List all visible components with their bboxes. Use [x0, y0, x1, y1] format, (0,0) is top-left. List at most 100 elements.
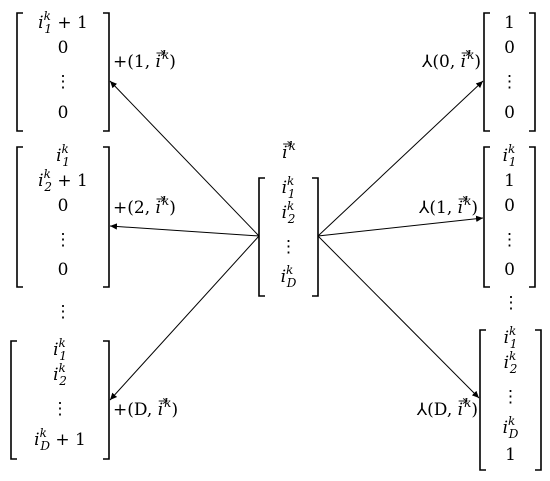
right-vector-0-entry-0-base: 1 [504, 13, 515, 33]
left-vector-0-entry-1-base: 0 [58, 38, 69, 58]
left-vector-0-entry-0-base: i [38, 13, 43, 33]
left-arrow-label-1-base: i [156, 198, 161, 218]
right-vector-1-right-bracket [529, 146, 536, 288]
right-arrow-label-0-base: i [461, 52, 466, 72]
right-vector-1-entry-2: 0 [504, 196, 515, 216]
right-vector-0-entry-0: 1 [504, 13, 515, 33]
right-arrow-label-0-sup: k [467, 48, 474, 62]
left-arrow-label-2-vector-arrowhead [162, 398, 169, 404]
right-vector-2-right-bracket [535, 329, 542, 471]
right-vector-0-entry-3: 0 [504, 103, 515, 123]
left-arrow-label-1: +(2, ik) [113, 194, 176, 218]
left-vector-1-entry-3-base: ⋮ [55, 230, 72, 250]
right-arrow-label-2-sup: k [464, 396, 471, 410]
left-arrow-label-1-sup: k [162, 194, 169, 208]
right-vector-2-entry-3-sup: k [508, 414, 515, 428]
center-vector-entry-0-sub: 1 [288, 187, 296, 201]
left-vector-0-entry-1: 0 [58, 38, 69, 58]
left-vector-1-entry-2: 0 [58, 196, 69, 216]
left-vector-1-entry-4-base: 0 [58, 260, 69, 280]
left-vector-1-entry-4: 0 [58, 260, 69, 280]
right-vector-2-entry-4-base: 1 [505, 445, 516, 465]
left-gap-ellipsis: ⋮ [55, 302, 72, 322]
left-vector-2-entry-0-base: i [53, 340, 58, 360]
right-gap-ellipsis: ⋮ [503, 293, 520, 313]
right-vector-0-entry-1: 0 [504, 38, 515, 58]
left-arrow-label-1-suffix: ) [169, 198, 176, 218]
left-vector-2-entry-0-sup: k [59, 336, 66, 350]
right-arrow-label-1-vector-arrowhead [462, 196, 468, 202]
left-vector-1-right-bracket [103, 146, 110, 288]
right-arrow-label-0-suffix: ) [474, 52, 481, 72]
left-arrow-label-2-sup: k [164, 396, 171, 410]
left-vector-1-entry-1-base: i [38, 171, 43, 191]
center-vector-label-vector-arrowhead [287, 141, 293, 147]
right-vector-0-entry-3-base: 0 [504, 103, 515, 123]
right-vector-0-entry-2: ⋮ [501, 72, 518, 92]
right-arrow-label-1-base: i [458, 198, 463, 218]
left-vector-2-right-bracket [103, 340, 110, 460]
left-vector-2-entry-3-base: i [34, 430, 39, 450]
center-vector-entry-1-sub: 2 [287, 212, 296, 226]
right-vector-1-entry-1-base: 1 [504, 171, 515, 191]
left-vector-0-entry-0-sub: 1 [44, 22, 52, 36]
right-arrow-label-2-base: i [458, 400, 463, 420]
left-vector-1-entry-1-sub: 2 [43, 180, 52, 194]
right-vector-1-entry-2-base: 0 [504, 196, 515, 216]
left-vector-2-entry-3-sub: D [39, 439, 50, 453]
left-vector-1-entry-0-sup: k [62, 142, 69, 156]
left-vector-2-entry-1-sup: k [59, 361, 66, 375]
left-vector-1-entry-3: ⋮ [55, 230, 72, 250]
brackets [10, 12, 542, 471]
right-arrow-label-2-vector-arrowhead [462, 398, 468, 404]
right-vector-0-entry-1-base: 0 [504, 38, 515, 58]
right-vector-0-right-bracket [529, 12, 536, 132]
left-arrow-label-1-prefix: +(2, [113, 198, 156, 218]
center-vector-entry-3-sub: D [286, 276, 297, 290]
center-vector-entry-0-base: i [282, 178, 287, 198]
left-arrow-label-0: +(1, ik) [113, 48, 176, 72]
center-vector-right-bracket [312, 177, 319, 297]
left-vector-2-entry-2-base: ⋮ [52, 399, 69, 419]
right-arrow-label-1-suffix: ) [471, 198, 478, 218]
left-vector-1-left-bracket [16, 146, 23, 288]
right-vector-2-entry-0-sup: k [509, 324, 516, 338]
left-arrow-label-0-vector-arrowhead [160, 50, 166, 56]
arrow-left-0 [109, 80, 260, 237]
left-arrow-label-2-base: i [158, 400, 163, 420]
left-arrow-label-0-sup: k [162, 48, 169, 62]
left-vector-2-entry-0-sub: 1 [59, 349, 67, 363]
left-vector-0-right-bracket [103, 12, 110, 132]
arrow-left-2 [109, 235, 260, 401]
left-arrow-label-2-suffix: ) [171, 400, 178, 420]
center-vector-label-sup: k [289, 139, 296, 153]
right-vector-1-entry-3-base: ⋮ [501, 230, 518, 250]
right-vector-1-entry-4-base: 0 [504, 260, 515, 280]
arrows [109, 80, 484, 401]
right-vector-2-entry-4: 1 [505, 445, 516, 465]
center-vector-label-base: i [282, 143, 287, 163]
left-arrow-label-1-vector-arrowhead [160, 196, 166, 202]
right-vector-0-left-bracket [483, 12, 490, 132]
left-vector-0-left-bracket [16, 12, 23, 132]
right-vector-1-entry-0-sub: 1 [509, 155, 517, 169]
left-vector-1-entry-0-base: i [56, 146, 61, 166]
left-vector-2-left-bracket [10, 340, 17, 460]
left-vector-0-entry-3-base: 0 [58, 103, 69, 123]
left-vector-2-entry-1-base: i [53, 365, 58, 385]
left-vector-0-entry-0-suffix: + 1 [52, 13, 88, 33]
left-arrow-label-2-prefix: +(D, [113, 400, 158, 420]
right-vector-2-entry-1-sub: 2 [509, 362, 518, 376]
right-vector-2-entry-1-base: i [504, 353, 509, 373]
left-vector-2-entry-1-sub: 2 [58, 374, 67, 388]
right-vector-2-entry-2: ⋮ [502, 387, 519, 407]
